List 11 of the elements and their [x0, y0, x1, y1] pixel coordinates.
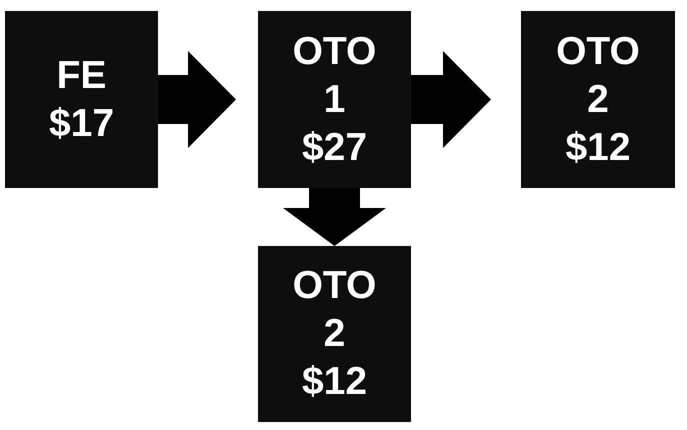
- process-box: [5, 11, 158, 188]
- block-arrow: [283, 188, 386, 246]
- box-label: OTO 1 $27: [292, 28, 378, 170]
- box-label: OTO 2 $12: [292, 263, 378, 405]
- process-box: [258, 11, 411, 188]
- process-box: [521, 11, 675, 188]
- block-arrow: [411, 51, 491, 148]
- box-label: FE $17: [48, 52, 116, 146]
- process-box: [258, 246, 411, 422]
- block-arrow: [158, 51, 236, 148]
- box-label: OTO 2 $12: [555, 28, 641, 170]
